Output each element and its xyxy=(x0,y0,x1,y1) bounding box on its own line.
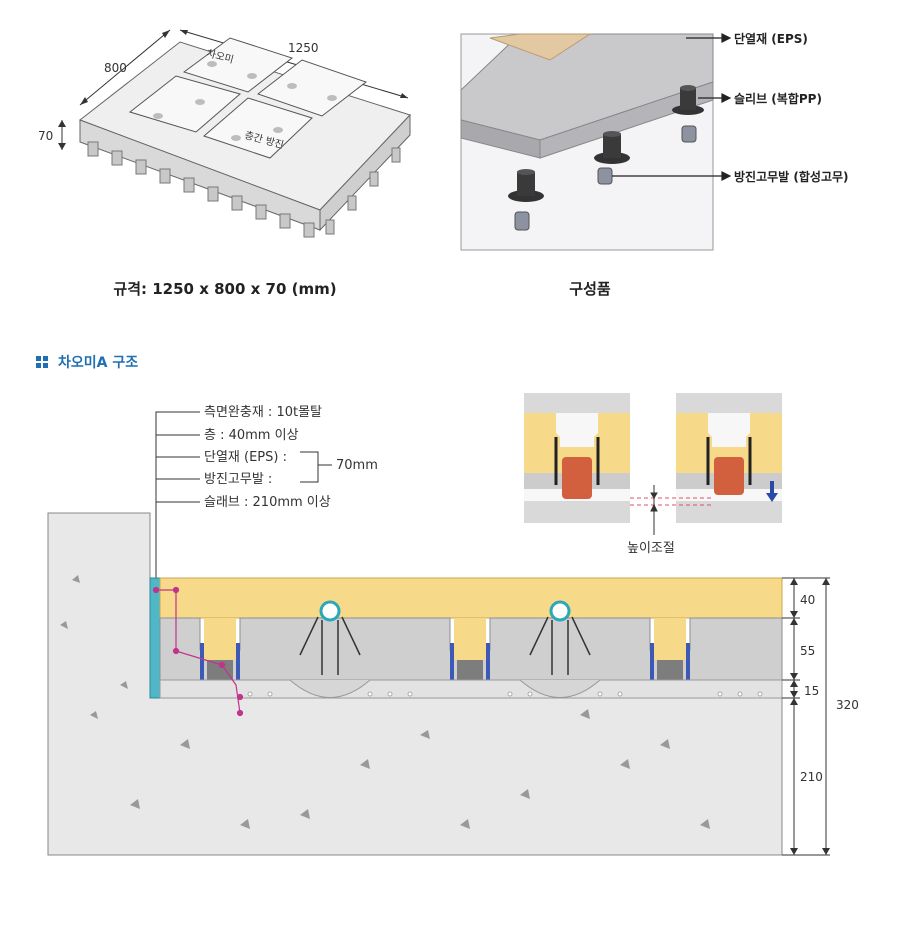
label-side-buffer: 측면완충재 : 10t몰탈 xyxy=(204,405,322,420)
panel-side xyxy=(319,113,411,232)
label-layer: 층 : 40mm 이상 xyxy=(204,428,299,443)
label-rubber-foot: 방진고무발 (합성고무) xyxy=(734,169,849,184)
callout-points xyxy=(152,586,244,717)
sleeve-group xyxy=(508,85,704,202)
dim-55: 55 xyxy=(800,644,815,658)
resilient-layer xyxy=(159,679,783,699)
label-sleeve: 슬리브 (복합PP) xyxy=(734,91,822,106)
dim-40: 40 xyxy=(800,593,815,607)
height-adjust-label: 높이조절 xyxy=(627,541,675,556)
side-buffer xyxy=(149,577,161,699)
dim-line-width xyxy=(79,29,171,106)
panel-ribs xyxy=(87,141,401,238)
section-title: 차오미A 구조 xyxy=(58,355,139,371)
components-caption: 구성품 xyxy=(569,280,611,298)
dimension-lines xyxy=(782,577,830,856)
dim-210: 210 xyxy=(800,770,823,784)
label-70mm: 70mm xyxy=(336,458,378,473)
structure-diagram: 측면완충재 : 10t몰탈 층 : 40mm 이상 단열재 (EPS) : 방진… xyxy=(0,385,900,865)
structure-illustration: 측면완충재 : 10t몰탈 층 : 40mm 이상 단열재 (EPS) : 방진… xyxy=(47,393,859,856)
detail-inset-left xyxy=(524,393,630,523)
resilient-dots xyxy=(247,691,763,697)
section-header: 차오미A 구조 xyxy=(36,353,138,371)
panel-drawing: 800 1250 70 xyxy=(30,20,430,260)
detail-inset-right xyxy=(676,393,782,523)
grid-bullet-icon xyxy=(36,356,48,368)
components-figure: 단열재 (EPS) 슬리브 (복합PP) 방진고무발 (합성고무) xyxy=(460,30,880,255)
dim-line-length xyxy=(179,29,409,99)
dim-width-label: 800 xyxy=(104,61,127,75)
concrete-aggregate xyxy=(60,575,710,829)
dim-15: 15 xyxy=(804,684,819,698)
dim-length-label: 1250 xyxy=(288,41,319,55)
label-leaders xyxy=(155,411,332,580)
dimension-arrows xyxy=(790,578,830,855)
label-rubber: 방진고무발 : xyxy=(204,472,272,487)
component-pointers xyxy=(612,33,732,181)
components-illustration: 단열재 (EPS) 슬리브 (복합PP) 방진고무발 (합성고무) xyxy=(460,31,849,251)
down-arrow-icon xyxy=(766,493,778,502)
panel-spec-caption: 규격: 1250 x 800 x 70 (mm) xyxy=(113,280,337,298)
heating-pipes xyxy=(289,600,601,698)
dim-height-label: 70 xyxy=(38,129,53,143)
label-eps: 단열재 (EPS) xyxy=(734,31,808,46)
mortar-layer xyxy=(159,577,783,619)
sleeve-mortar xyxy=(204,618,686,660)
dim-total: 320 xyxy=(836,698,859,712)
panel-tiles xyxy=(128,37,368,159)
label-eps: 단열재 (EPS) : xyxy=(204,450,287,465)
height-adjust-marker xyxy=(650,485,658,535)
rubber-feet xyxy=(514,125,697,231)
label-slab: 슬래브 : 210mm 이상 xyxy=(204,495,331,510)
panel-illustration: 800 1250 70 xyxy=(38,29,411,238)
panel-holes xyxy=(153,61,337,141)
height-adjust-guides xyxy=(630,497,714,506)
